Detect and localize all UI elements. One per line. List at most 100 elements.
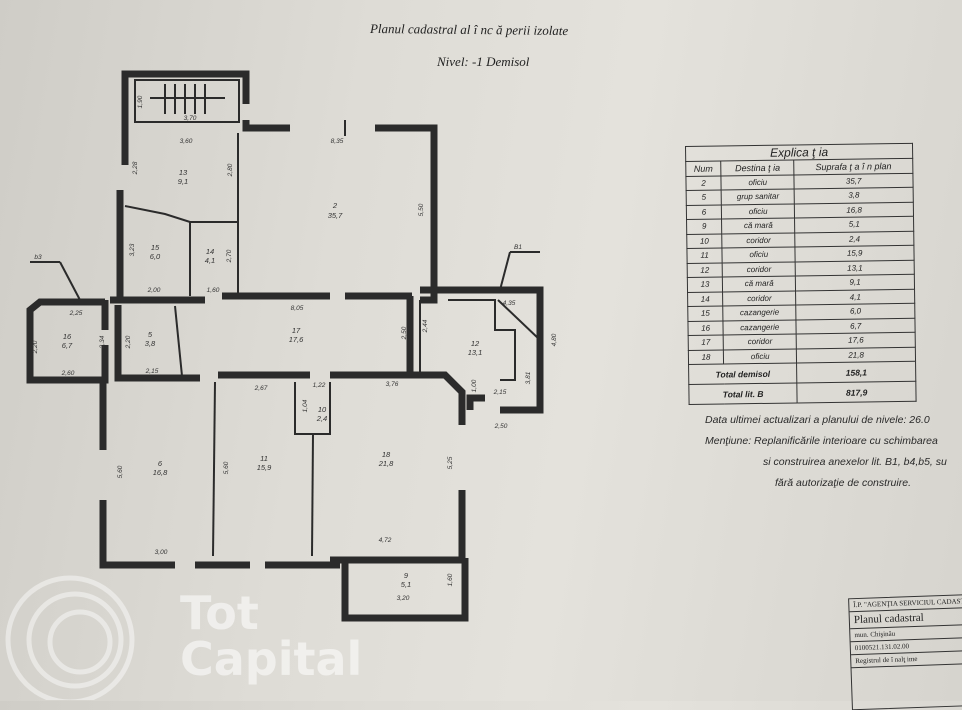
dim: 2,28 [132, 161, 139, 175]
room-5-num: 5 [148, 330, 153, 339]
row-area: 6,0 [796, 303, 915, 320]
dim: 5,60 [223, 461, 230, 474]
row-purpose: grup sanitar [721, 188, 795, 205]
mention-line2: si construirea anexelor lit. B1, b4,b5, … [763, 456, 947, 468]
mention-line3: fără autorizaţie de construire. [775, 477, 911, 489]
cadastral-stamp: Î.P. "AGENŢIA SERVICIUL CADASTRAL Planul… [848, 593, 962, 710]
dim: 2,20 [125, 335, 132, 349]
row-purpose: că mară [721, 217, 796, 234]
dim: 2,34 [99, 335, 106, 349]
dim: 2,15 [493, 389, 507, 396]
dim: 2,25 [69, 310, 83, 317]
dim: 5,50 [418, 203, 425, 216]
dim: 1,90 [137, 95, 144, 108]
row-area: 9,1 [795, 274, 915, 291]
row-purpose: coridor [721, 232, 796, 248]
row-num: 10 [686, 233, 723, 249]
row-num: 14 [687, 291, 723, 307]
total-b-label: Total lit. B [688, 382, 798, 405]
watermark-text: Tot Capital [180, 590, 362, 682]
row-purpose: oficiu [721, 174, 795, 190]
legend-table: Explica ţ ia Num Destina ţ ia Suprafa ţ … [685, 143, 917, 405]
room-17-num: 17 [292, 326, 301, 335]
room-18-num: 18 [382, 450, 391, 459]
row-purpose: oficiu [723, 348, 797, 364]
room-6-area: 16,8 [153, 468, 168, 477]
dim: 3,70 [184, 115, 197, 122]
watermark-line1: Tot [180, 586, 259, 640]
dim: 3,23 [129, 243, 136, 256]
level-label: Nivel: -1 Demisol [437, 54, 530, 69]
col-purpose: Destina ţ ia [720, 159, 795, 176]
dim: 2,20 [32, 340, 39, 354]
dim: 1,60 [207, 287, 220, 294]
row-num: 17 [688, 334, 724, 350]
room-9-num: 9 [404, 571, 409, 580]
dim: 2,00 [147, 287, 161, 294]
dim: 5,60 [117, 465, 124, 478]
room-6-num: 6 [158, 459, 163, 468]
row-num: 15 [687, 305, 724, 321]
row-area: 5,1 [794, 216, 914, 233]
room-2-num: 2 [332, 201, 338, 210]
room-15-area: 6,0 [150, 252, 161, 261]
room-labels: 2 35,7 13 9,1 15 6,0 14 4,1 17 17,6 5 3,… [62, 168, 483, 589]
dim: 3,00 [155, 549, 168, 556]
room-16-area: 6,7 [62, 341, 73, 350]
row-num: 9 [686, 218, 722, 234]
row-purpose: oficiu [722, 246, 796, 263]
partitions [30, 79, 541, 557]
dimension-labels: 1,90 3,70 3,60 8,35 2,28 2,80 5,50 3,23 … [32, 95, 558, 602]
dim: 2,67 [254, 385, 268, 392]
dim: 4,80 [551, 333, 558, 346]
row-purpose: coridor [722, 290, 797, 306]
room-14-num: 14 [206, 247, 214, 256]
watermark-logo-icon [5, 575, 135, 700]
room-11-area: 15,9 [257, 463, 272, 472]
dim: 1,22 [313, 382, 326, 389]
row-purpose: coridor [722, 261, 796, 277]
total-level-label: Total demisol [688, 362, 798, 385]
total-level: 158,1 [796, 361, 916, 383]
room-11-num: 11 [260, 454, 268, 463]
room-10-num: 10 [318, 405, 327, 414]
row-area: 6,7 [796, 317, 916, 334]
row-area: 13,1 [795, 259, 915, 276]
dim: 1,00 [471, 379, 478, 392]
room-16-num: 16 [63, 332, 72, 341]
dim: 3,76 [386, 381, 399, 388]
row-area: 16,8 [794, 201, 914, 218]
dim: 2,50 [494, 423, 508, 430]
dim: 5,25 [447, 456, 454, 469]
row-num: 2 [685, 175, 722, 191]
row-purpose: oficiu [721, 203, 795, 219]
walls [26, 70, 544, 622]
dim: 1,60 [447, 573, 454, 586]
dim: 2,15 [145, 368, 159, 375]
update-date: Data ultimei actualizari a planului de n… [705, 414, 930, 426]
dim: 4,72 [379, 537, 392, 544]
room-15-num: 15 [151, 243, 160, 252]
row-num: 6 [686, 204, 722, 220]
room-18-area: 21,8 [378, 459, 394, 468]
annex-label: b3 [34, 254, 42, 261]
dim: 2,80 [227, 163, 234, 177]
dim: 4,35 [503, 300, 516, 307]
col-num: Num [685, 161, 722, 176]
dim: 2,70 [226, 249, 233, 263]
room-13-num: 13 [179, 168, 188, 177]
row-purpose: că mară [722, 275, 796, 292]
row-num: 13 [687, 276, 723, 292]
row-area: 35,7 [794, 172, 914, 189]
notes: Data ultimei actualizari a planului de n… [705, 410, 947, 494]
room-17-area: 17,6 [289, 335, 304, 344]
dim: 2,50 [401, 326, 408, 340]
dim: 1,04 [302, 399, 309, 412]
mention: Menţiune: Replanificările interioare cu … [705, 435, 938, 447]
row-purpose: cazangerie [722, 304, 797, 321]
room-14-area: 4,1 [205, 256, 215, 265]
row-area: 2,4 [795, 230, 914, 247]
row-purpose: coridor [723, 333, 797, 350]
dim: 8,35 [331, 138, 344, 145]
